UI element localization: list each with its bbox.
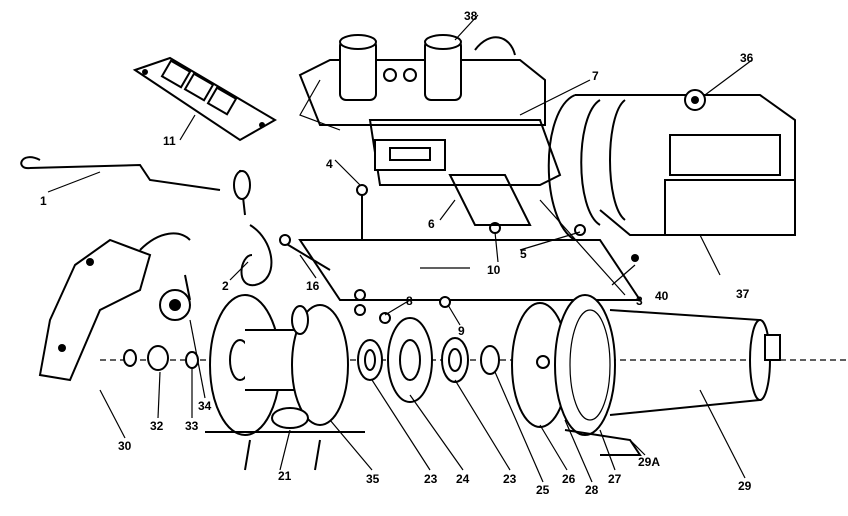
leader-lines	[47, 14, 753, 483]
label-part-7: 7	[592, 69, 599, 83]
part-27-28-housing	[554, 294, 642, 456]
label-part-9: 9	[458, 324, 465, 338]
part-11-connector-block	[132, 56, 277, 142]
label-part-11: 11	[163, 134, 176, 148]
label-part-25: 25	[536, 483, 550, 497]
part-23-bushing-left	[357, 339, 383, 381]
part-24-gear	[387, 317, 433, 403]
part-21-base	[205, 407, 365, 471]
label-part-10: 10	[487, 263, 501, 277]
label-part-5: 5	[520, 247, 527, 261]
label-part-33: 33	[185, 419, 199, 433]
label-part-3: 3	[636, 294, 643, 308]
part-32-33-washers	[123, 345, 199, 371]
part-37-motor-cover	[547, 89, 796, 241]
part-2-hook	[233, 169, 273, 287]
label-part-34: 34	[198, 399, 212, 413]
label-part-28: 28	[585, 483, 599, 497]
label-part-29: 29	[738, 479, 752, 493]
label-part-24: 24	[456, 472, 470, 486]
part-8-fasteners	[354, 289, 451, 324]
label-part-36: 36	[740, 51, 754, 65]
label-part-40: 40	[655, 289, 669, 303]
part-38-solenoid-assembly	[298, 34, 546, 131]
label-part-27: 27	[608, 472, 622, 486]
part-4-bolt	[356, 184, 368, 240]
label-part-26: 26	[562, 472, 576, 486]
part-30-lever	[38, 232, 191, 382]
part-34-clutch-knob	[159, 274, 191, 321]
label-part-30: 30	[118, 439, 132, 453]
part-16-pin	[279, 234, 331, 271]
label-part-4: 4	[326, 157, 333, 171]
label-part-8: 8	[406, 294, 413, 308]
part-1-rod	[20, 156, 221, 191]
label-part-16: 16	[306, 279, 320, 293]
label-part-29a: 29A	[638, 455, 660, 469]
label-part-23-left: 23	[424, 472, 438, 486]
label-part-35: 35	[366, 472, 380, 486]
label-part-21: 21	[278, 469, 292, 483]
label-part-37: 37	[736, 287, 750, 301]
part-29-motor	[609, 309, 781, 416]
label-part-2: 2	[222, 279, 229, 293]
label-part-23-right: 23	[503, 472, 517, 486]
label-part-38: 38	[464, 9, 478, 23]
label-part-6: 6	[428, 217, 435, 231]
part-3-tie-plate	[298, 222, 642, 301]
label-part-32: 32	[150, 419, 164, 433]
part-6-bracket	[448, 174, 532, 226]
part-35-drum	[209, 294, 349, 436]
part-25-bearing	[480, 345, 500, 375]
part-labels: 1 2 3 4 5 6 7 8 9 10 11 16 21 23 23 24 2…	[40, 9, 754, 497]
label-part-1: 1	[40, 194, 47, 208]
part-23-bushing-right	[441, 337, 469, 383]
